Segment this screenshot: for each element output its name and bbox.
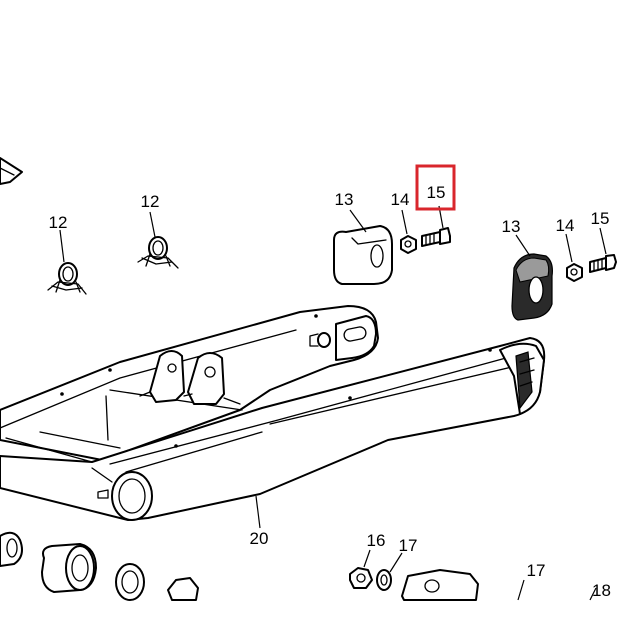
leader-12-mid (149, 211, 156, 238)
adjuster-plate-part-13-right (511, 253, 553, 321)
callout-14-left: 14 (391, 190, 410, 209)
callout-20: 20 (250, 529, 269, 548)
partial-part-top-left (0, 157, 23, 185)
callout-13-right: 13 (502, 217, 521, 236)
callout-12-mid: 12 (141, 192, 160, 211)
swingarm-part-20 (0, 305, 546, 521)
callout-15-left: 15 (427, 183, 446, 202)
callout-14-right: 14 (556, 216, 575, 235)
callout-13-left: 13 (335, 190, 354, 209)
leader-17-left (389, 552, 403, 573)
nut-part-14-right (566, 263, 583, 282)
callout-17-left: 17 (399, 536, 418, 555)
bolt-part-15-left (421, 227, 451, 247)
hose-clamp-part-12-mid (137, 236, 179, 269)
bushing-parts-bottom-left (0, 531, 199, 601)
callout-18-partial: 18 (592, 581, 611, 600)
leader-12-left (59, 229, 65, 263)
washer-part-17 (376, 569, 392, 591)
bolt-part-15-right (589, 254, 617, 273)
partial-part-bottom-right (517, 579, 597, 601)
callout-16: 16 (367, 531, 386, 550)
callout-17-right: 17 (527, 561, 546, 580)
leader-14-left (401, 209, 408, 235)
callout-12-left: 12 (49, 213, 68, 232)
callout-15-right: 15 (591, 209, 610, 228)
callout-highlight-box (415, 164, 456, 211)
leader-13-right (515, 234, 531, 257)
adjuster-plate-part-13-left (333, 225, 393, 285)
hose-clamp-part-12-left (47, 262, 87, 295)
leader-16 (363, 549, 371, 568)
leader-15-right (599, 227, 607, 255)
leader-13-left (349, 209, 367, 233)
nut-part-14-left (400, 235, 417, 254)
leader-20 (255, 495, 261, 529)
nut-part-16 (349, 567, 373, 589)
chain-guide-partial (401, 569, 479, 601)
leader-14-right (565, 233, 573, 263)
